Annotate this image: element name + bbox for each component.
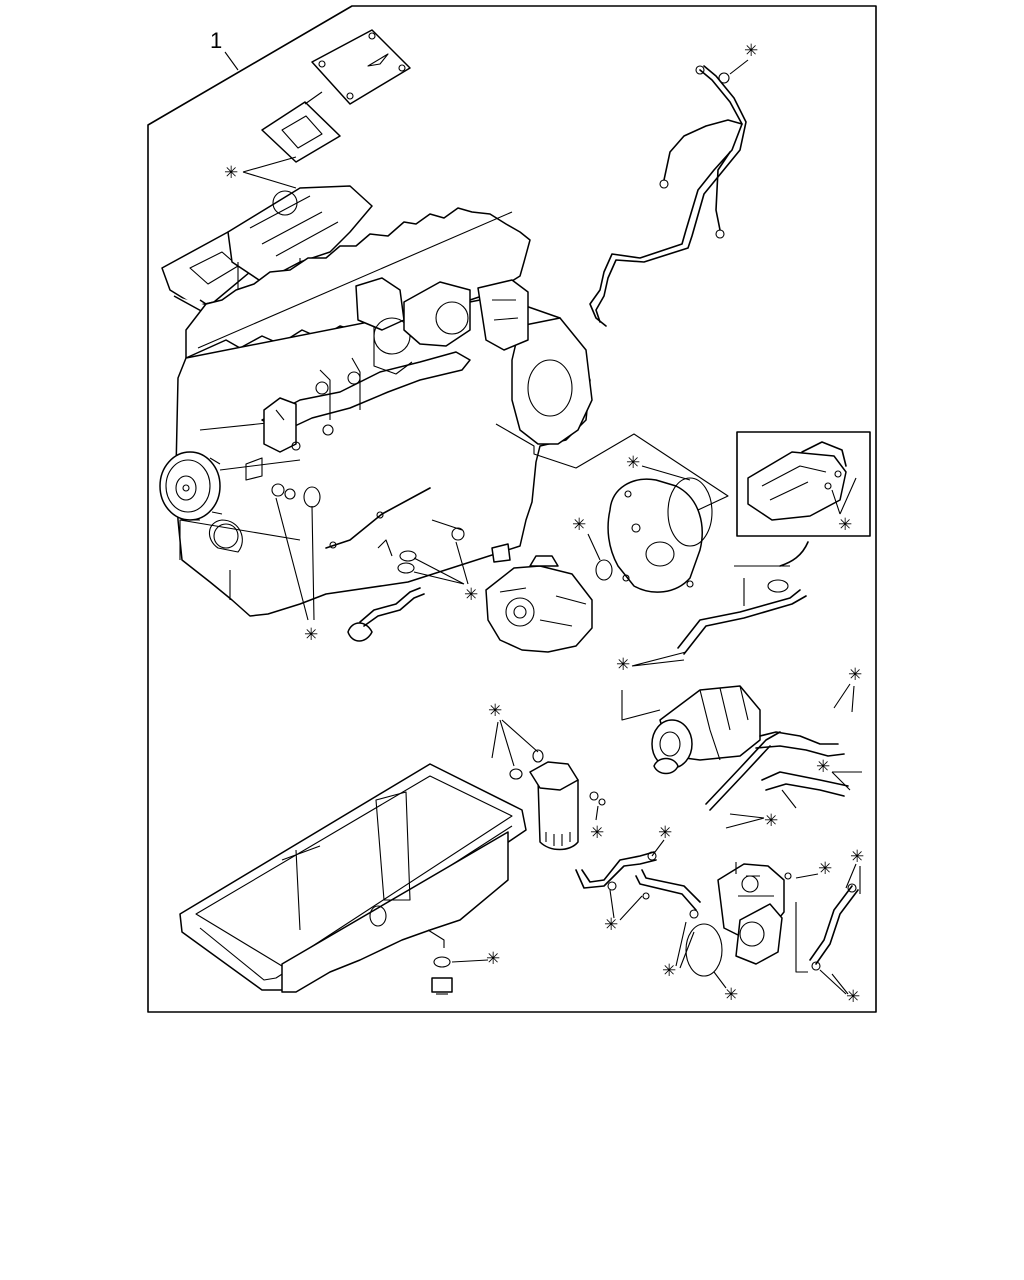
star-callout: ✳ [848,665,862,685]
reference-line [621,690,661,721]
callout-leader [831,477,857,515]
inset-pointer-arrow [779,541,809,567]
oil-filter-head [717,863,785,965]
intake-manifold [161,185,373,325]
pump-o-ring [667,477,713,547]
callout-leader [833,683,855,713]
intake-gasket [261,91,341,163]
front-seals [245,457,321,508]
cylinder-head [185,207,531,359]
reference-line [495,423,729,511]
engine-block [175,299,593,617]
star-callout: ✳ [464,585,478,605]
turbo-oil-line [677,565,807,655]
pump-mounting-flange [607,478,703,593]
star-callout: ✳ [744,41,758,61]
star-callout: ✳ [816,757,830,777]
callout-leader [275,497,315,621]
callout-leader [413,541,469,585]
callout-leader [641,465,691,481]
callout-leader [587,533,601,561]
star-callout: ✳ [846,987,860,1007]
callout-leader [631,651,687,667]
small-o-ring [595,559,613,581]
crankshaft-pulley [159,451,223,521]
callout-leader [242,156,297,189]
dipstick-tube [325,487,431,549]
oil-return-pipe [784,872,859,971]
star-callout: ✳ [224,163,238,183]
injector-wiring-harness [589,65,747,327]
star-callout: ✳ [658,823,672,843]
fuel-rail-assembly [261,351,471,453]
star-callout: ✳ [764,811,778,831]
star-callout: ✳ [572,515,586,535]
callout-leader [451,959,489,963]
egr-assembly [355,277,529,375]
oil-strainer [347,587,425,642]
callout-leader [651,839,665,857]
callout-leader [819,969,849,995]
star-callout: ✳ [604,915,618,935]
callout-leader [609,889,643,921]
callout-leader [725,813,765,829]
star-callout: ✳ [616,655,630,675]
oil-feed-pipes [575,851,701,919]
pump-seals [377,519,465,574]
callout-part-number: 1 [210,28,222,53]
hex-nut [718,72,730,84]
detail-inset [736,431,871,537]
injection-pump [485,543,593,653]
star-callout: ✳ [662,961,676,981]
star-callout: ✳ [838,515,852,535]
star-callout: ✳ [850,847,864,867]
callout-leader [795,873,819,879]
callout-leader [713,971,727,989]
turbocharger [651,685,761,775]
fuel-filter [509,749,606,851]
diagram-frame [147,5,877,1013]
star-callout: ✳ [486,949,500,969]
callout-leader [831,771,862,791]
turbo-coolant-pipes [705,731,849,811]
star-callout: ✳ [488,701,502,721]
callout-leader [845,863,861,894]
reference-line [735,862,808,973]
star-callout: ✳ [626,453,640,473]
star-callout: ✳ [818,859,832,879]
callout-leader-1 [224,51,239,71]
callout-leader [595,805,599,821]
drain-plug [431,956,453,995]
star-callout: ✳ [724,985,738,1005]
star-callout: ✳ [590,823,604,843]
callout-leader [675,921,695,969]
oil-cooler-gasket [685,923,723,977]
intake-cover-plate [311,29,411,105]
callout-leader [729,59,749,75]
star-callout: ✳ [304,625,318,645]
oil-pan [179,763,527,993]
callout-leader [491,719,539,767]
